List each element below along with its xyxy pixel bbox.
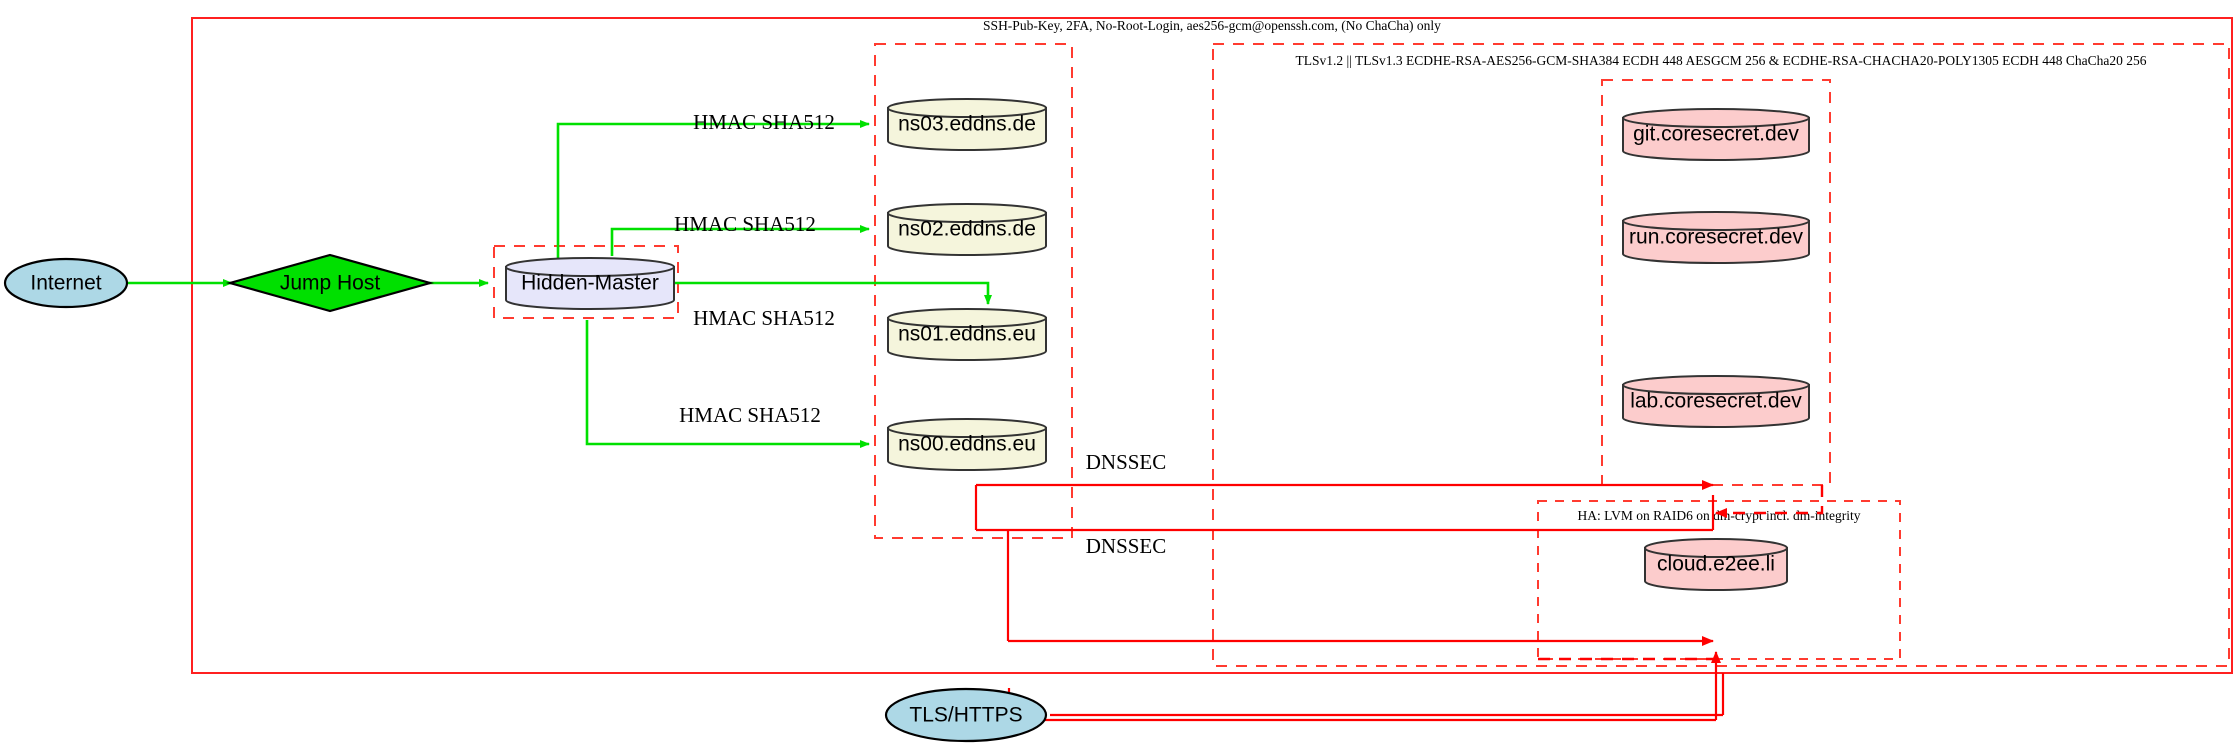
node-git-coresecret[interactable]: git.coresecret.dev xyxy=(1622,108,1810,161)
cluster-tls-label: TLSv1.2 || TLSv1.3 ECDHE-RSA-AES256-GCM-… xyxy=(1296,53,2147,68)
node-lab-coresecret[interactable]: lab.coresecret.dev xyxy=(1622,375,1810,428)
node-cloud-e2ee[interactable]: cloud.e2ee.li xyxy=(1644,538,1788,591)
node-lab-coresecret-label: lab.coresecret.dev xyxy=(1630,390,1802,413)
node-ns02[interactable]: ns02.eddns.de xyxy=(887,203,1047,256)
cluster-coresecret xyxy=(1601,79,1831,486)
edge-label-hmac-ns02: HMAC SHA512 xyxy=(674,212,816,236)
edge-dashed-to-coresecret-arrow xyxy=(1715,485,1824,518)
node-jump-host-label: Jump Host xyxy=(280,272,381,295)
node-run-coresecret[interactable]: run.coresecret.dev xyxy=(1622,211,1810,264)
edge-hiddenmaster-to-ns01 xyxy=(674,281,992,305)
cluster-dns xyxy=(874,43,1073,539)
node-run-coresecret-label: run.coresecret.dev xyxy=(1629,226,1803,249)
edge-label-hmac-ns01: HMAC SHA512 xyxy=(693,306,835,330)
node-hidden-master[interactable]: Hidden-Master xyxy=(505,257,675,310)
node-hidden-master-label: Hidden-Master xyxy=(521,272,659,295)
node-ns01[interactable]: ns01.eddns.eu xyxy=(887,308,1047,361)
node-tls-https[interactable]: TLS/HTTPS xyxy=(884,687,1048,743)
node-internet[interactable]: Internet xyxy=(3,257,129,309)
node-ns03-label: ns03.eddns.de xyxy=(898,113,1036,136)
edge-hiddenmaster-to-ns00 xyxy=(585,320,870,448)
cluster-outer-ssh-label: SSH-Pub-Key, 2FA, No-Root-Login, aes256-… xyxy=(983,18,1441,33)
node-ns03[interactable]: ns03.eddns.de xyxy=(887,98,1047,151)
cluster-tls xyxy=(1212,43,2230,667)
cluster-ha-label: HA: LVM on RAID6 on dm-crypt incl. dm-in… xyxy=(1578,508,1861,523)
node-tls-https-label: TLS/HTTPS xyxy=(909,704,1022,727)
node-ns01-label: ns01.eddns.eu xyxy=(898,323,1036,346)
node-ns00[interactable]: ns00.eddns.eu xyxy=(887,418,1047,471)
edge-label-dnssec-upper: DNSSEC xyxy=(1086,450,1167,474)
edge-hiddenmaster-to-ns03 xyxy=(556,120,870,260)
node-jump-host[interactable]: Jump Host xyxy=(225,253,435,313)
edge-label-dnssec-lower: DNSSEC xyxy=(1086,534,1167,558)
edge-label-hmac-ns00: HMAC SHA512 xyxy=(679,403,821,427)
edge-label-hmac-ns03: HMAC SHA512 xyxy=(693,110,835,134)
node-ns00-label: ns00.eddns.eu xyxy=(898,433,1036,456)
node-ns02-label: ns02.eddns.de xyxy=(898,218,1036,241)
node-internet-label: Internet xyxy=(30,272,101,295)
cluster-outer-ssh xyxy=(191,17,2233,674)
node-git-coresecret-label: git.coresecret.dev xyxy=(1633,123,1799,146)
node-cloud-e2ee-label: cloud.e2ee.li xyxy=(1657,553,1775,576)
edge-hiddenmaster-to-ns02 xyxy=(610,225,870,256)
